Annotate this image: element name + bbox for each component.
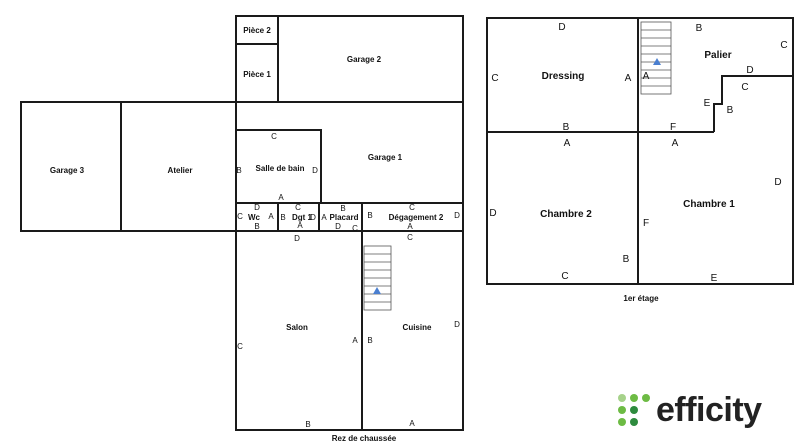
wall-label: D	[310, 213, 316, 222]
wall-label: C	[780, 40, 787, 51]
wall-label: D	[746, 65, 753, 76]
wall-label: D	[489, 208, 496, 219]
wall-label: F	[670, 122, 676, 133]
wall-label: A	[625, 73, 632, 84]
wall-label: C	[295, 203, 301, 212]
room-degagement2: Dégagement 2	[389, 213, 444, 222]
room-wc: Wc	[248, 213, 261, 222]
logo-text: efficity	[656, 391, 762, 429]
room-garage2: Garage 2	[347, 55, 382, 64]
wall-label: E	[711, 273, 718, 284]
wall-label: D	[254, 203, 260, 212]
room-garage3: Garage 3	[50, 166, 85, 175]
room-atelier: Atelier	[168, 166, 193, 175]
stairs-arrow-icon	[373, 287, 381, 294]
room-palier: Palier	[704, 50, 731, 61]
wall-label: C	[237, 212, 243, 221]
wall-label: B	[563, 122, 570, 133]
wall-label: A	[278, 193, 284, 202]
wall-label: B	[623, 254, 630, 265]
wall-label: A	[643, 71, 650, 82]
wall-label: A	[268, 212, 274, 221]
wall-label: D	[312, 166, 318, 175]
wall-label: B	[254, 222, 259, 231]
stairs-first	[640, 21, 672, 95]
stairs-arrow-icon	[653, 58, 661, 65]
wall-label: C	[271, 132, 277, 141]
wall-label: D	[335, 222, 341, 231]
wall-label: A	[564, 138, 571, 149]
efficity-logo: efficity	[616, 390, 762, 430]
room-piece1: Pièce 1	[243, 70, 271, 79]
wall-label: B	[696, 23, 703, 34]
wall-label: A	[407, 222, 413, 231]
ground-floor-plan: Pièce 2 Pièce 1 Garage 2 Garage 3 Atelie…	[20, 15, 464, 443]
wall-label: C	[409, 203, 415, 212]
wall-label: D	[774, 177, 781, 188]
ground-floor-caption: Rez de chaussée	[332, 434, 397, 443]
wall-label: C	[352, 224, 358, 233]
room-garage1: Garage 1	[368, 153, 403, 162]
wall-label: B	[727, 105, 734, 116]
logo-dots-icon	[618, 394, 650, 426]
room-dressing: Dressing	[542, 71, 585, 82]
first-floor-plan: Dressing Palier Chambre 2 Chambre 1 D C …	[486, 17, 794, 303]
wall-label: C	[561, 271, 568, 282]
wall-label: B	[367, 211, 372, 220]
room-chambre2: Chambre 2	[540, 209, 592, 220]
wall-label: F	[643, 218, 649, 229]
wall-label: D	[454, 211, 460, 220]
wall-label: C	[237, 342, 243, 351]
wall-label: A	[297, 221, 303, 230]
first-floor-outer-wall	[486, 17, 794, 285]
room-salle-de-bain: Salle de bain	[256, 164, 305, 173]
wall-label: C	[491, 73, 498, 84]
sdb-wall	[236, 129, 322, 203]
wall-label: D	[454, 320, 460, 329]
wall-label: D	[294, 234, 300, 243]
room-piece2: Pièce 2	[243, 26, 271, 35]
wall-label: D	[558, 22, 565, 33]
wall-label: A	[352, 336, 358, 345]
wall-label: B	[367, 336, 372, 345]
stairs-outline	[640, 21, 672, 95]
palier-step-wall	[713, 75, 793, 132]
room-cuisine: Cuisine	[403, 323, 432, 332]
room-salon: Salon	[286, 323, 308, 332]
room-chambre1: Chambre 1	[683, 199, 735, 210]
stairs-ground	[363, 245, 392, 311]
wall-label: A	[409, 419, 415, 428]
first-floor-caption: 1er étage	[623, 294, 659, 303]
wall-label: B	[305, 420, 310, 429]
wall-label: B	[280, 213, 285, 222]
room-placard: Placard	[330, 213, 359, 222]
wall-label: C	[407, 233, 413, 242]
room-dgt1: Dgt 1	[292, 213, 313, 222]
wall-label: E	[704, 98, 711, 109]
lower-block-wall	[235, 230, 464, 431]
wall-label: C	[741, 82, 748, 93]
wall-label: A	[321, 213, 327, 222]
wall-label: A	[672, 138, 679, 149]
wall-label: B	[340, 204, 345, 213]
wall-label: B	[236, 166, 241, 175]
